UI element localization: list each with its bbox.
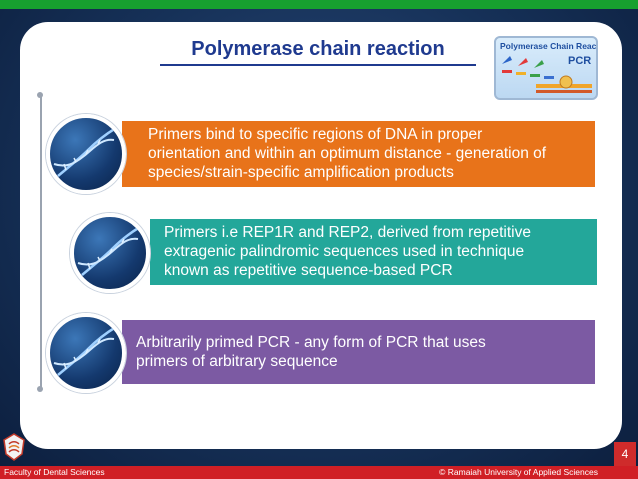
- timeline-connector: [40, 94, 42, 388]
- band-1-line-2: orientation and within an optimum distan…: [148, 145, 547, 162]
- bullet-band-1: Primers bind to specific regions of DNA …: [122, 121, 595, 187]
- band-3-line-1: Arbitrarily primed PCR - any form of PCR…: [136, 334, 486, 351]
- band-1-line-1: Primers bind to specific regions of DNA …: [148, 126, 483, 143]
- footer-copyright: © Ramaiah University of Applied Sciences: [439, 467, 598, 477]
- band-2-line-2: extragenic palindromic sequences used in…: [164, 243, 525, 260]
- pcr-logo-title: Polymerase Chain Reaction: [500, 41, 596, 51]
- footer-bar: Faculty of Dental Sciences © Ramaiah Uni…: [0, 466, 638, 479]
- connector-dot-bottom: [37, 386, 43, 392]
- university-logo-icon: [2, 432, 26, 462]
- band-3-line-2: primers of arbitrary sequence: [136, 353, 338, 370]
- dna-helix-icon: [46, 313, 126, 393]
- band-2-line-1: Primers i.e REP1R and REP2, derived from…: [164, 224, 531, 241]
- slide-title: Polymerase chain reaction: [160, 36, 476, 66]
- bullet-band-3: Arbitrarily primed PCR - any form of PCR…: [122, 320, 595, 384]
- pcr-logo-abbr: PCR: [568, 55, 591, 67]
- footer-faculty: Faculty of Dental Sciences: [4, 467, 105, 477]
- pcr-logo-image: Polymerase Chain Reaction PCR: [494, 36, 598, 100]
- dna-strand-icon: [502, 56, 592, 93]
- top-accent-bar: [0, 0, 638, 9]
- bullet-band-2: Primers i.e REP1R and REP2, derived from…: [150, 219, 597, 285]
- page-number: 4: [614, 442, 636, 466]
- dna-helix-icon: [46, 114, 126, 194]
- pcr-logo-graphic: Polymerase Chain Reaction PCR: [500, 41, 596, 93]
- dna-helix-icon: [70, 213, 150, 293]
- band-2-line-3: known as repetitive sequence-based PCR: [164, 262, 453, 279]
- connector-dot-top: [37, 92, 43, 98]
- band-1-line-3: species/strain-specific amplification pr…: [148, 164, 454, 181]
